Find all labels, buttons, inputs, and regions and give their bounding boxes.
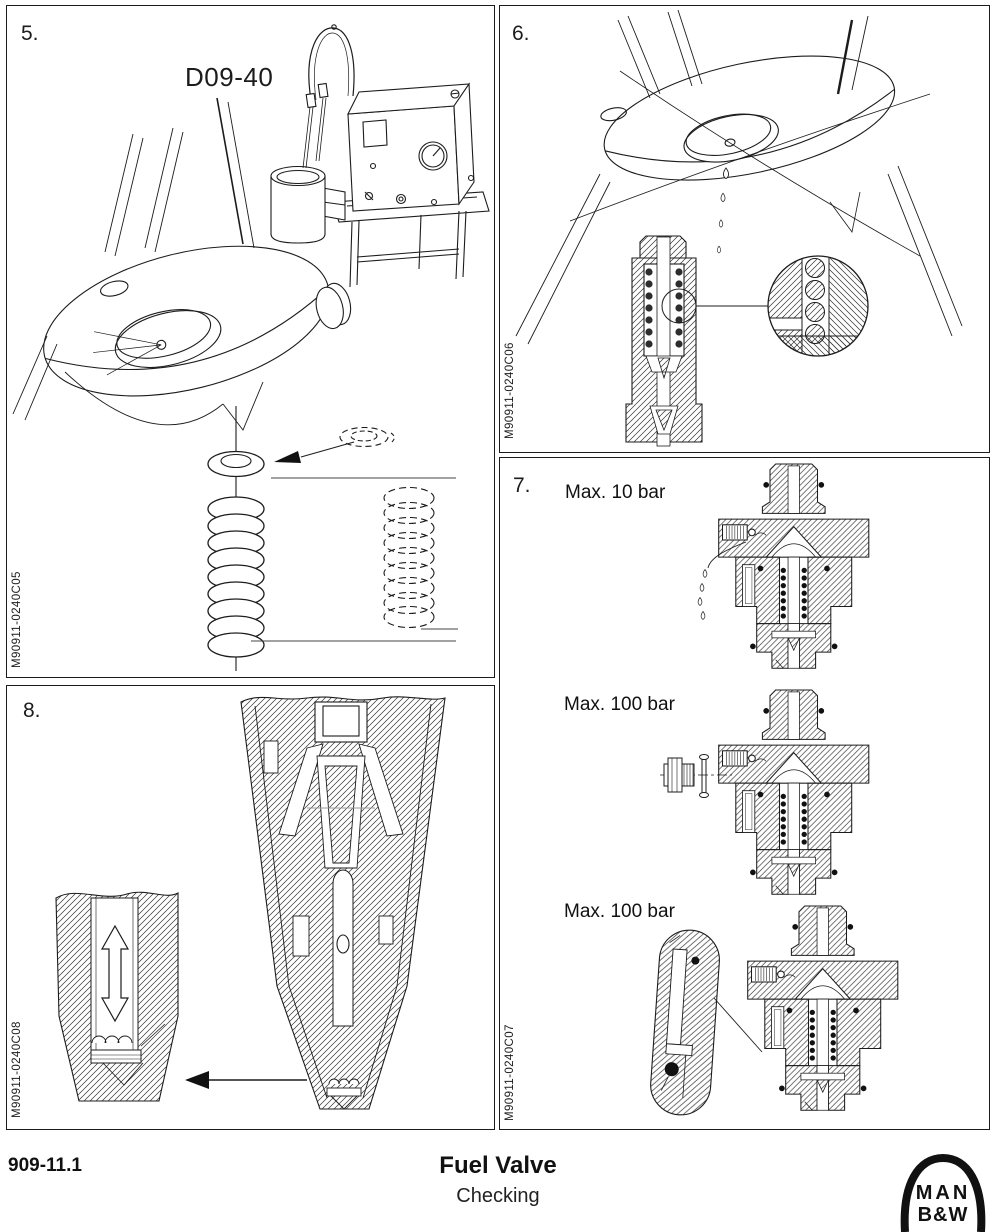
valve-spring-drawing [207, 496, 265, 658]
nozzle-section-drawing [625, 235, 768, 447]
fuel-valve-top-drawing [12, 97, 352, 431]
needle-lift-detail-drawing [55, 891, 179, 1102]
doc-subtitle: Checking [456, 1185, 540, 1207]
fuel-drops-icon [717, 167, 729, 254]
figure-panel-7: 7. Max. 10 bar Max. 100 bar Max. 100 bar… [499, 457, 990, 1130]
figure-panel-6: 6. M90911-0240C06 [499, 5, 990, 453]
valve-test-100bar-drawing [660, 689, 870, 895]
spring-detail-circle-drawing [767, 255, 869, 357]
figure-panel-5: 5. D09-40 M90911-0240C05 [6, 5, 495, 678]
pressure-test-drawing [650, 463, 899, 1116]
test-rig-drawing [270, 24, 490, 288]
pressure-label-2: Max. 100 bar [564, 694, 675, 715]
nozzle-needle-lift-drawing [55, 696, 446, 1110]
figure-panel-8: 8. M90911-0240C08 [6, 685, 495, 1130]
panel-number: 8. [23, 699, 41, 722]
leak-drops-icon [697, 568, 708, 620]
spring-removed-drawing [383, 486, 435, 629]
section-number: 909-11.1 [8, 1155, 82, 1176]
nozzle-body-section-drawing [240, 696, 446, 1110]
fuel-valve-dismantling-drawing [12, 24, 490, 671]
up-down-arrow-icon [100, 924, 130, 1023]
valve-test-10bar-drawing [697, 463, 870, 669]
valve-test-100bar-slide-drawing [650, 905, 899, 1116]
pressure-label-3: Max. 100 bar [564, 901, 675, 922]
doc-title: Fuel Valve [439, 1152, 557, 1179]
spring-coils [645, 268, 683, 348]
pressure-label-1: Max. 10 bar [565, 482, 666, 503]
panel-number: 6. [512, 22, 530, 45]
man-bw-logo: MAN B&W [900, 1153, 986, 1232]
tool-code-label: D09-40 [185, 62, 274, 92]
spring-washer-drawing [207, 406, 395, 671]
valve-top-drip-drawing [515, 9, 963, 345]
logo-line2: B&W [918, 1204, 969, 1226]
panel-number: 5. [21, 22, 39, 45]
arrow-left-icon [185, 1071, 307, 1089]
washer-pointer-arrow-icon [274, 451, 301, 463]
logo-line1: MAN [916, 1182, 971, 1204]
panel-number: 7. [513, 474, 531, 497]
valve-tightness-test-drawing [515, 9, 963, 447]
